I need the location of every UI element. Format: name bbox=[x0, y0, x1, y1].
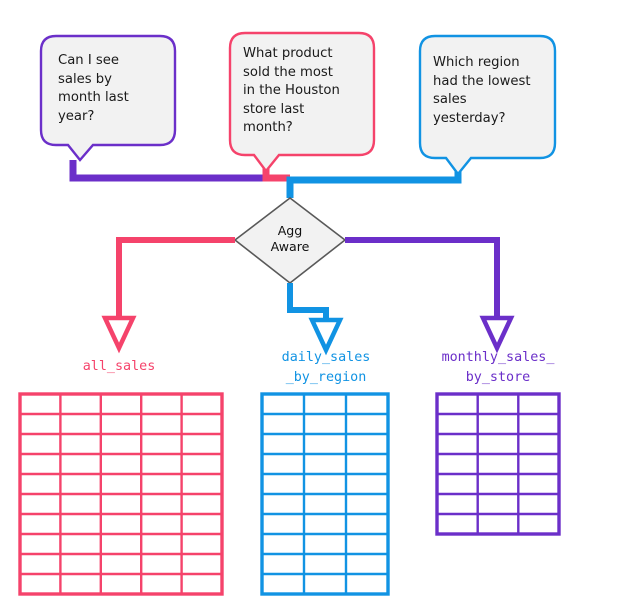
connector-purple-top bbox=[69, 160, 265, 182]
table-daily-sales-by-region[interactable] bbox=[260, 392, 390, 596]
question-bubble-product[interactable] bbox=[228, 31, 376, 173]
connector-blue-top bbox=[286, 158, 462, 198]
table-all-sales[interactable] bbox=[18, 392, 224, 596]
connector-purple-to-monthly-sales bbox=[345, 237, 515, 354]
connector-pink-to-all-sales bbox=[101, 237, 235, 354]
table-monthly-sales-by-store[interactable] bbox=[435, 392, 561, 536]
agg-aware-diamond[interactable] bbox=[233, 196, 347, 285]
connector-blue-to-daily-sales bbox=[287, 283, 344, 356]
question-bubble-monthly[interactable] bbox=[39, 34, 177, 162]
question-bubble-region[interactable] bbox=[418, 34, 557, 176]
